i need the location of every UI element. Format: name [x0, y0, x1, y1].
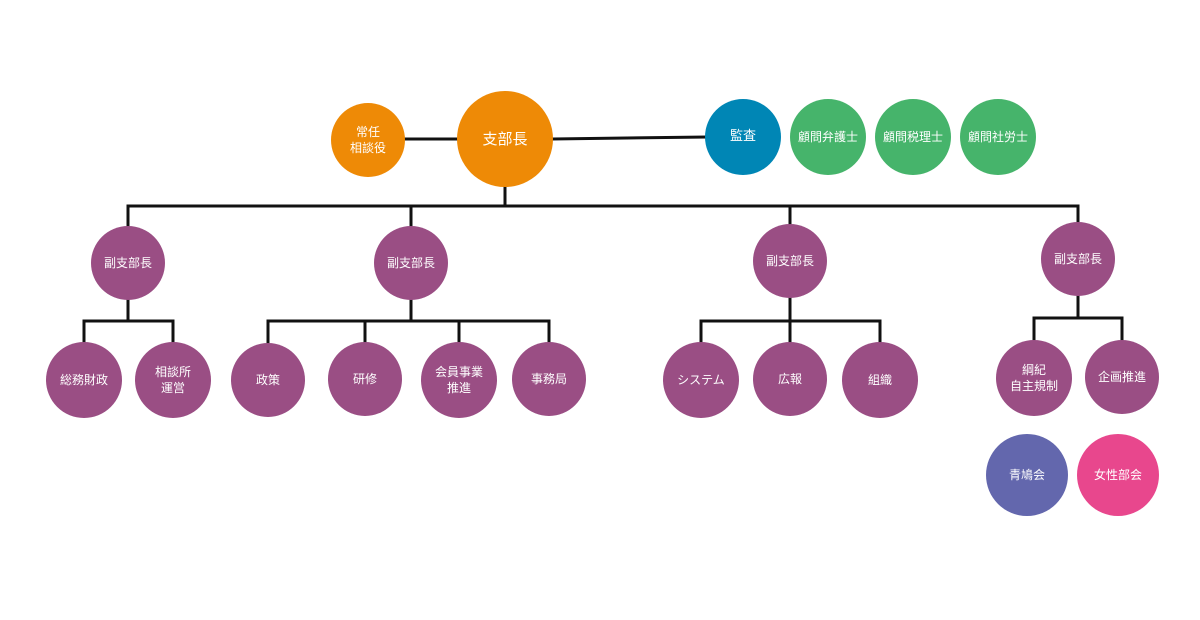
dept-label-system: システム: [677, 372, 725, 387]
labor-consultant-label: 顧問社労士: [967, 129, 1028, 144]
women-group-label: 女性部会: [1093, 467, 1142, 482]
youth-group-node: 青鳩会: [986, 434, 1068, 516]
advisor-label: 常任 相談役: [349, 124, 386, 155]
dept-node-system: システム: [663, 342, 739, 418]
dept-label-consultation: 相談所 運営: [154, 364, 191, 395]
dept-label-training: 研修: [352, 371, 377, 386]
vice-chief-label-4: 副支部長: [1053, 251, 1102, 266]
labor-consultant-node: 顧問社労士: [960, 99, 1036, 175]
dept-label-pr: 広報: [777, 371, 802, 386]
tax-accountant-label: 顧問税理士: [882, 129, 943, 144]
dept-label-secretariat: 事務局: [530, 371, 567, 386]
dept-node-consultation: 相談所 運営: [135, 342, 211, 418]
vice-chief-label-3: 副支部長: [765, 253, 814, 268]
women-group-node: 女性部会: [1077, 434, 1159, 516]
vice-chief-node-1: 副支部長: [91, 226, 165, 300]
dept-label-policy: 政策: [255, 372, 280, 387]
lawyer-label: 顧問弁護士: [797, 129, 858, 144]
dept-node-training: 研修: [328, 342, 402, 416]
vice-chief-node-4: 副支部長: [1041, 222, 1115, 296]
dept-node-organization: 組織: [842, 342, 918, 418]
tax-accountant-node: 顧問税理士: [875, 99, 951, 175]
dept-node-member-business: 会員事業 推進: [421, 342, 497, 418]
chief-label: 支部長: [482, 129, 528, 148]
vice-chief-label-2: 副支部長: [386, 255, 435, 270]
dept-node-discipline: 綱紀 自主規制: [996, 340, 1072, 416]
dept-node-planning: 企画推進: [1085, 340, 1159, 414]
vice-chief-node-3: 副支部長: [753, 224, 827, 298]
dept-node-secretariat: 事務局: [512, 342, 586, 416]
dept-node-general-finance: 総務財政: [46, 342, 122, 418]
dept-label-organization: 組織: [867, 372, 892, 387]
auditor-node: 監査: [705, 99, 781, 175]
auditor-label: 監査: [729, 129, 756, 145]
chief-node: 支部長: [457, 91, 553, 187]
advisor-node: 常任 相談役: [331, 103, 405, 177]
dept-label-member-business: 会員事業 推進: [434, 364, 483, 395]
dept-label-general-finance: 総務財政: [59, 372, 108, 387]
connector-chief-auditor: [551, 135, 708, 141]
lawyer-node: 顧問弁護士: [790, 99, 866, 175]
dept-label-discipline: 綱紀 自主規制: [1009, 362, 1058, 393]
vice-chief-node-2: 副支部長: [374, 226, 448, 300]
dept-node-pr: 広報: [753, 342, 827, 416]
dept-label-planning: 企画推進: [1097, 369, 1146, 384]
dept-node-policy: 政策: [231, 343, 305, 417]
youth-group-label: 青鳩会: [1008, 467, 1045, 482]
vice-chief-label-1: 副支部長: [103, 255, 152, 270]
